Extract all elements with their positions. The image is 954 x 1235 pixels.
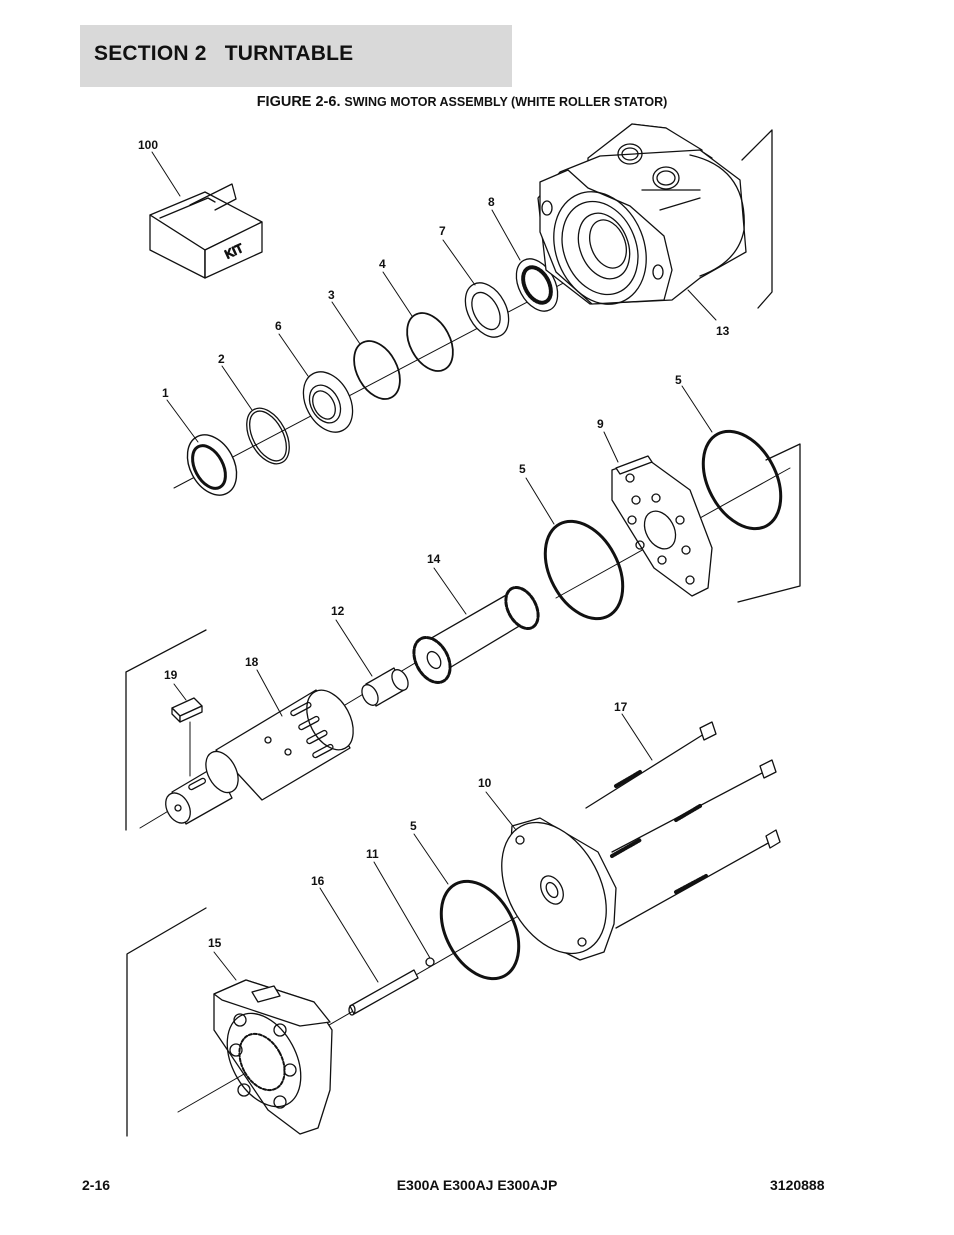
figure-name: SWING MOTOR ASSEMBLY (WHITE ROLLER STATO… [344, 95, 668, 109]
part-5-oring-middle [543, 519, 625, 621]
footer-page-number: 2-16 [82, 1177, 111, 1193]
callout-3: 3 [328, 288, 335, 302]
part-4-ring [406, 312, 454, 372]
callout-4: 4 [379, 257, 386, 271]
part-17-bolts [585, 721, 781, 929]
part-1-seal [186, 434, 238, 496]
callout-5-lower: 5 [410, 819, 417, 833]
footer-models: E300A E300AJ E300AJP [396, 1177, 558, 1193]
section-title: SECTION 2 TURNTABLE [94, 42, 354, 65]
callout-numbers: 100 8 7 4 3 6 2 1 13 5 9 5 14 12 18 19 1… [138, 138, 730, 950]
part-10-end-cap [501, 817, 617, 961]
part-9-plate [611, 455, 713, 597]
part-2-retaining-ring [246, 407, 290, 465]
callout-100: 100 [138, 138, 158, 152]
part-7-washer [464, 282, 510, 338]
callout-10: 10 [478, 776, 492, 790]
part-11-ball [425, 957, 435, 967]
callout-12: 12 [331, 604, 345, 618]
figure-title: FIGURE 2-6. SWING MOTOR ASSEMBLY (WHITE … [0, 93, 924, 110]
part-19-key [171, 697, 203, 777]
part-18-output-shaft [165, 689, 354, 825]
section-banner: SECTION 2 TURNTABLE [80, 25, 512, 87]
callout-1: 1 [162, 386, 169, 400]
callout-17: 17 [614, 700, 628, 714]
part-12-spacer [361, 667, 409, 707]
callout-7: 7 [439, 224, 446, 238]
callout-13: 13 [716, 324, 730, 338]
callout-11: 11 [366, 847, 379, 861]
part-5-oring-upper [701, 429, 783, 531]
part-6-bearing [302, 371, 354, 433]
part-8-thrust-bearing [515, 258, 559, 312]
callout-19: 19 [164, 668, 178, 682]
part-16-pin [348, 969, 419, 1016]
part-14-drive-link [412, 585, 540, 684]
callout-16: 16 [311, 874, 325, 888]
callout-6: 6 [275, 319, 282, 333]
callout-2: 2 [218, 352, 225, 366]
callout-18: 18 [245, 655, 259, 669]
footer-doc-number: 3120888 [770, 1177, 825, 1193]
leader-lines [151, 151, 717, 983]
callout-5-upper: 5 [675, 373, 682, 387]
callout-15: 15 [208, 936, 222, 950]
kit-box: KIT [149, 183, 263, 279]
callout-14: 14 [427, 552, 441, 566]
part-3-ring [353, 340, 401, 400]
part-15-stator [213, 979, 333, 1135]
callout-5-middle: 5 [519, 462, 526, 476]
part-5-oring-lower [439, 879, 521, 981]
callout-9: 9 [597, 417, 604, 431]
figure-number: FIGURE 2-6. [256, 94, 341, 110]
callout-8: 8 [488, 195, 495, 209]
upper-axis [173, 247, 631, 489]
part-13-housing [537, 123, 773, 309]
